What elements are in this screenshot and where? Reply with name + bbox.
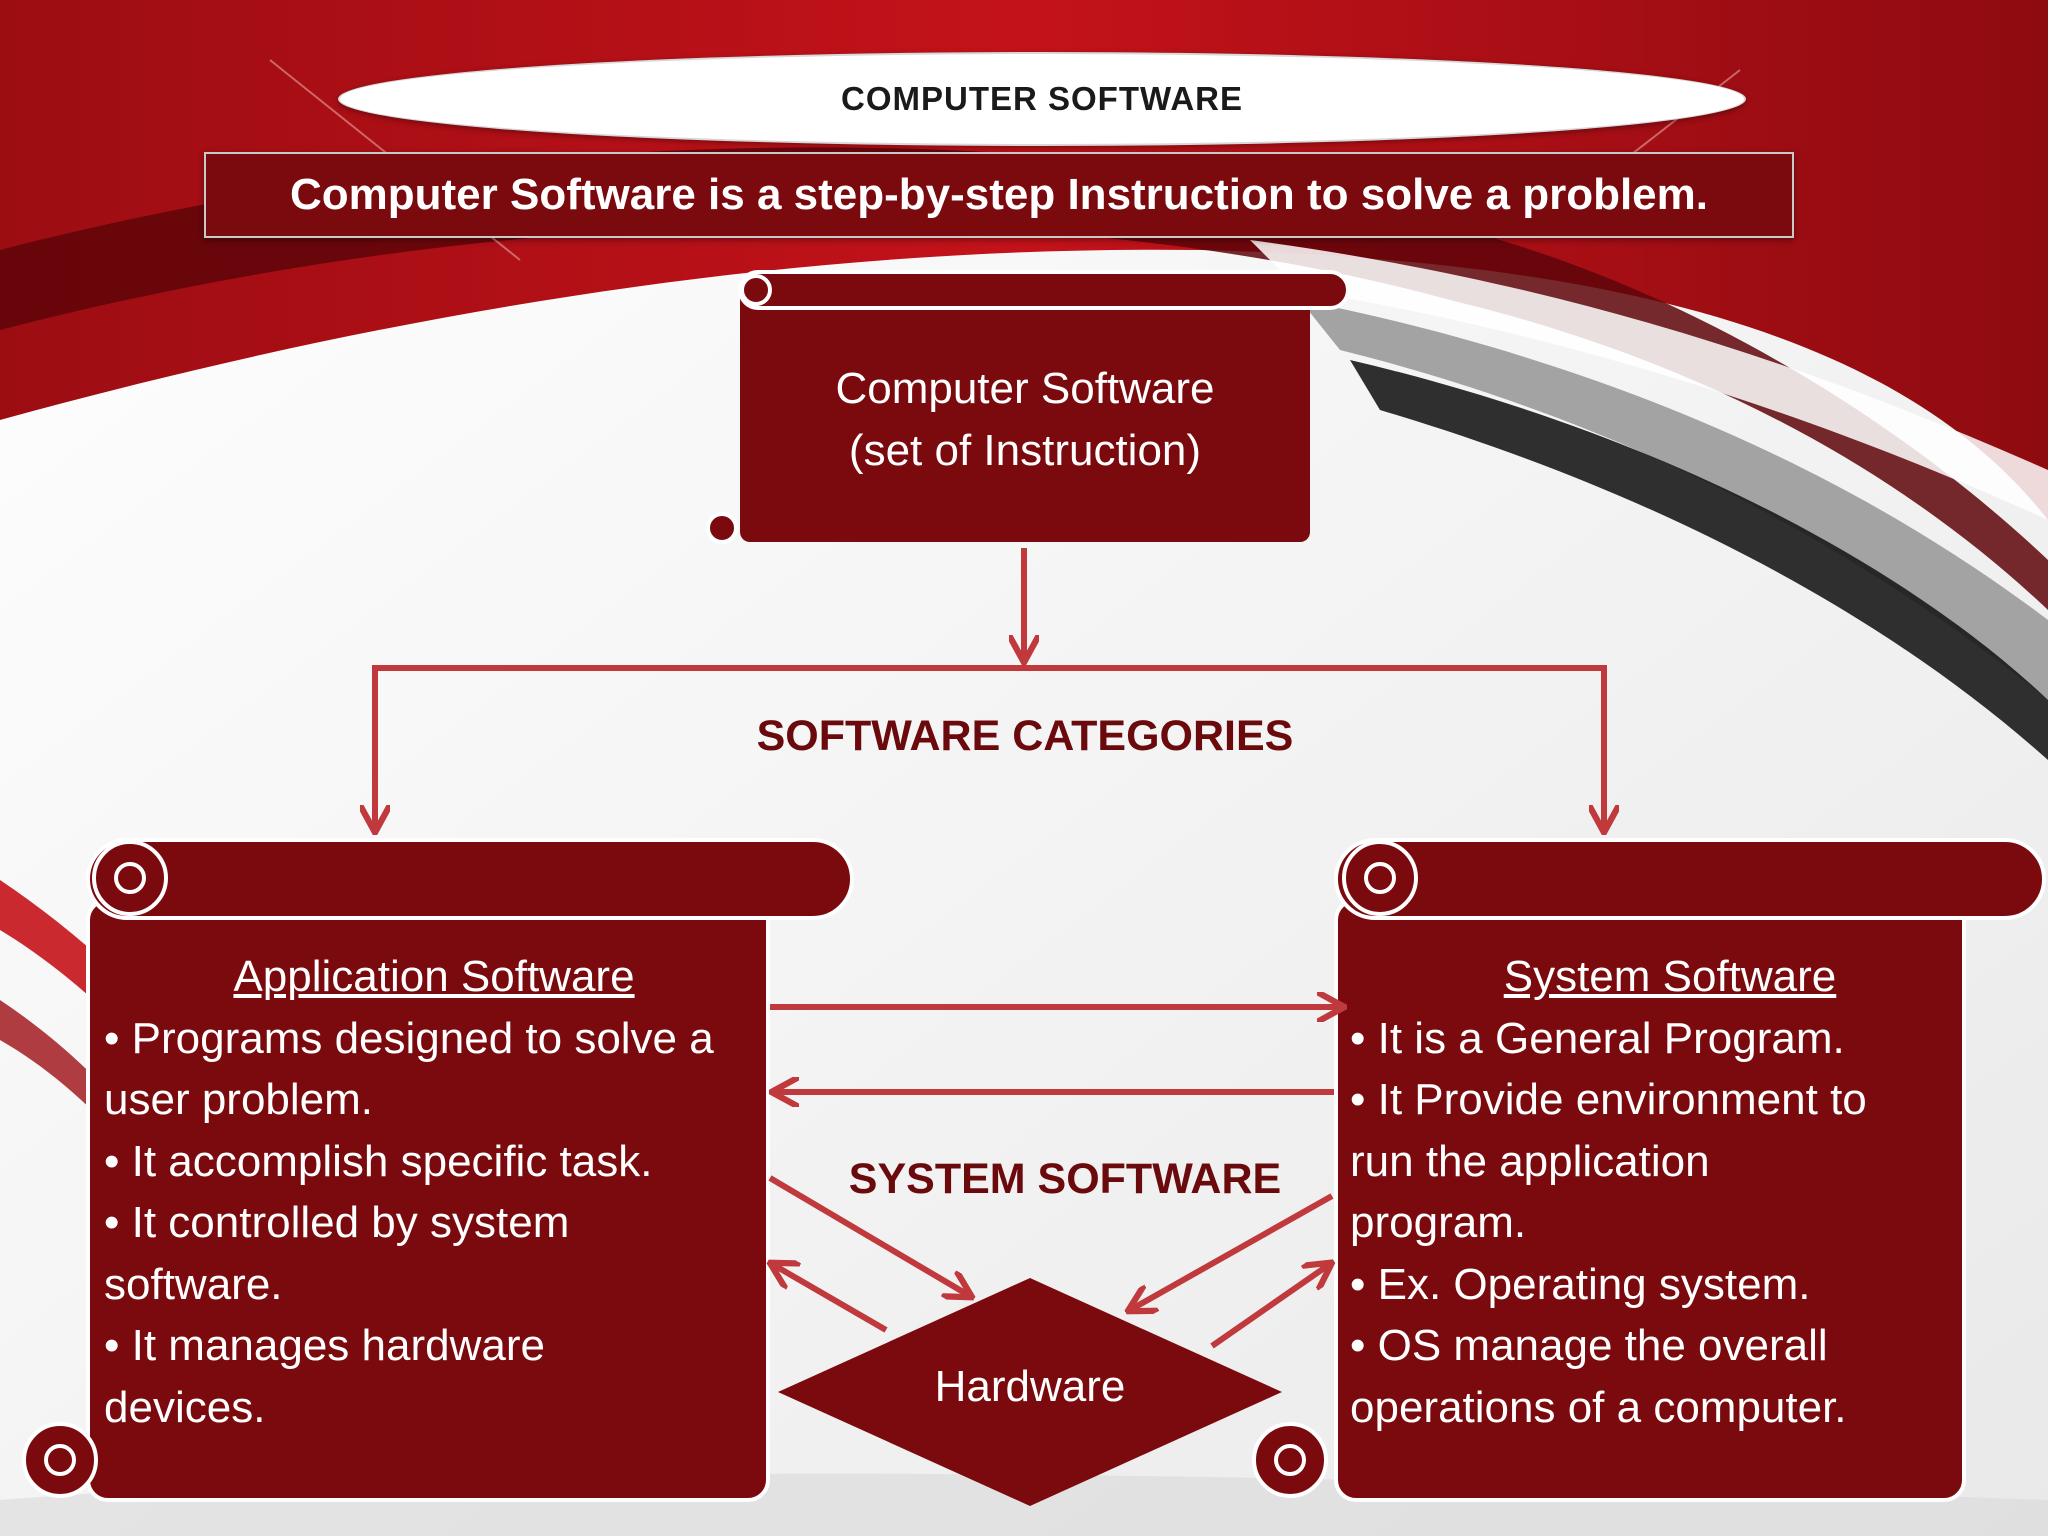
application-scroll-shape xyxy=(22,838,854,1502)
system-line: program. xyxy=(1350,1198,1527,1247)
system-line: • Ex. Operating system. xyxy=(1350,1259,1811,1309)
definition-text: Computer Software is a step-by-step Inst… xyxy=(289,170,1708,219)
system-heading: System Software xyxy=(1503,952,1837,1001)
system-software-label: SYSTEM SOFTWARE xyxy=(848,1155,1282,1203)
arrow-system-to-hardware xyxy=(1130,1193,1334,1310)
system-line: • OS manage the overall xyxy=(1350,1321,1828,1370)
hardware-diamond xyxy=(778,1278,1282,1506)
application-heading: Application Software xyxy=(233,952,635,1001)
branch-line xyxy=(372,665,1607,828)
application-line: • It manages hardware xyxy=(104,1321,545,1370)
arrow-hardware-to-system xyxy=(1210,1264,1330,1349)
system-software-panel: System Software • It is a General Progra… xyxy=(1350,946,1990,1438)
arrow-app-to-hardware xyxy=(768,1175,970,1296)
application-line: • It controlled by system xyxy=(104,1198,570,1247)
application-line: • It accomplish specific task. xyxy=(104,1136,653,1186)
slide-title-ellipse: COMPUTER SOFTWARE xyxy=(338,52,1746,146)
application-software-panel: Application Software • Programs designed… xyxy=(104,946,764,1438)
root-scroll-shape xyxy=(706,270,1350,544)
system-line: operations of a computer. xyxy=(1350,1382,1847,1432)
definition-banner: Computer Software is a step-by-step Inst… xyxy=(204,152,1794,238)
application-line: user problem. xyxy=(104,1075,374,1124)
root-line-1: Computer Software xyxy=(835,364,1215,413)
software-categories-label: SOFTWARE CATEGORIES xyxy=(756,712,1294,760)
application-line: devices. xyxy=(104,1382,266,1432)
root-line-2: (set of Instruction) xyxy=(848,426,1202,475)
system-line: run the application xyxy=(1350,1136,1710,1186)
root-node: Computer Software (set of Instruction) xyxy=(740,358,1310,482)
application-line: • Programs designed to solve a xyxy=(104,1013,714,1063)
system-scroll-shape xyxy=(1252,838,2046,1502)
slide-title: COMPUTER SOFTWARE xyxy=(841,80,1243,117)
application-line: software. xyxy=(104,1259,283,1309)
arrow-hardware-to-app xyxy=(772,1264,888,1333)
system-line: • It Provide environment to xyxy=(1350,1075,1867,1124)
system-line: • It is a General Program. xyxy=(1350,1013,1845,1063)
hardware-label: Hardware xyxy=(934,1362,1126,1411)
